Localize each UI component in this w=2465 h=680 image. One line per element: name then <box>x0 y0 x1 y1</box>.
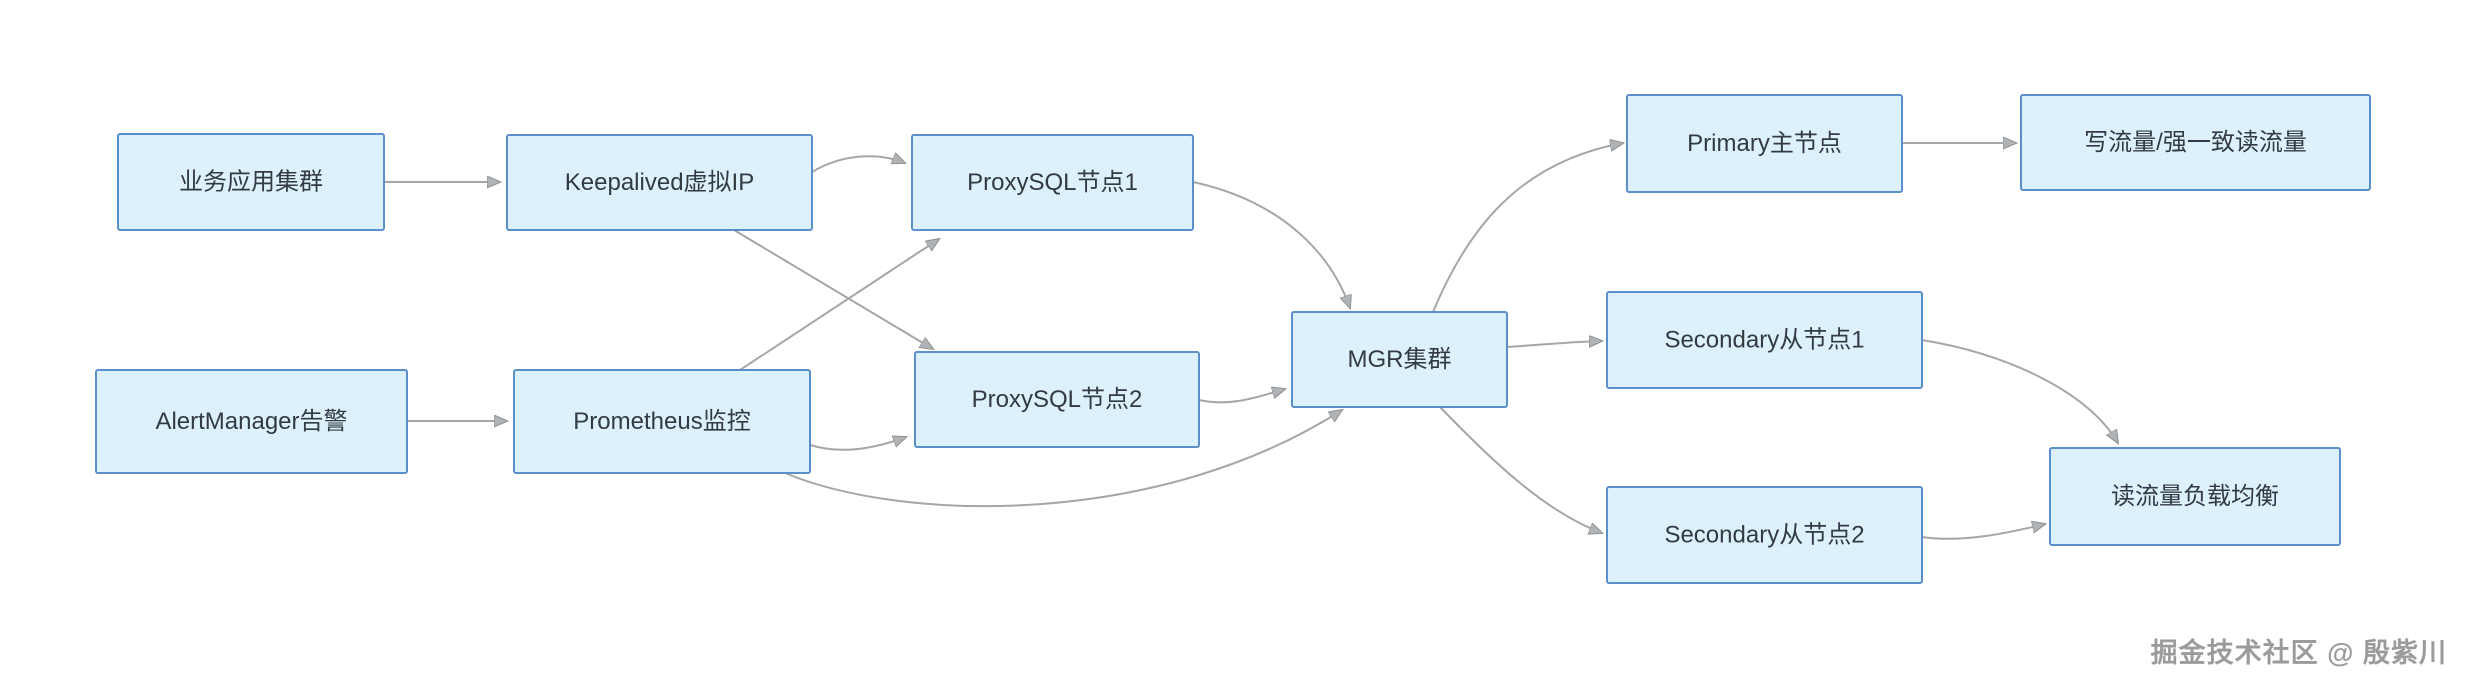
node-label-secondary2: Secondary从节点2 <box>1664 522 1864 549</box>
node-box-keepalived <box>506 134 813 231</box>
node-box-mgr <box>1291 311 1508 408</box>
edge-keepalived-to-proxysql1 <box>811 156 905 173</box>
node-box-primary <box>1626 94 1903 193</box>
node-label-alertmanager: AlertManager告警 <box>155 408 347 435</box>
node-secondary2: Secondary从节点2 <box>1606 486 1923 584</box>
node-secondary1: Secondary从节点1 <box>1606 291 1923 389</box>
edge-secondary2-to-read_lb <box>1921 524 2045 540</box>
edge-prometheus-to-mgr <box>784 410 1342 508</box>
node-label-biz_app: 业务应用集群 <box>179 169 323 196</box>
node-box-secondary2 <box>1606 486 1923 584</box>
node-label-prometheus: Prometheus监控 <box>573 408 750 435</box>
node-proxysql2: ProxySQL节点2 <box>914 351 1200 448</box>
node-alertmanager: AlertManager告警 <box>95 369 408 474</box>
node-label-write_traffic: 写流量/强一致读流量 <box>2084 129 2307 156</box>
edge-prometheus-to-proxysql1 <box>739 239 939 371</box>
edge-prometheus-to-proxysql2 <box>809 437 906 451</box>
node-box-alertmanager <box>95 369 408 474</box>
node-box-write_traffic <box>2020 94 2371 191</box>
node-keepalived: Keepalived虚拟IP <box>506 134 813 231</box>
node-prometheus: Prometheus监控 <box>513 369 811 474</box>
watermark: 掘金技术社区 @ 殷紫川 <box>2150 638 2447 668</box>
node-primary: Primary主节点 <box>1626 94 1903 193</box>
node-box-read_lb <box>2049 447 2341 546</box>
node-box-prometheus <box>513 369 811 474</box>
node-label-proxysql1: ProxySQL节点1 <box>967 169 1138 196</box>
edge-mgr-to-secondary2 <box>1439 406 1602 533</box>
edge-mgr-to-secondary1 <box>1506 341 1602 347</box>
node-box-proxysql1 <box>911 134 1194 231</box>
node-label-primary: Primary主节点 <box>1687 130 1842 157</box>
node-write_traffic: 写流量/强一致读流量 <box>2020 94 2371 191</box>
node-label-read_lb: 读流量负载均衡 <box>2111 483 2279 510</box>
edge-proxysql2-to-mgr <box>1198 389 1285 404</box>
edge-mgr-to-primary <box>1432 143 1623 313</box>
node-biz_app: 业务应用集群 <box>117 133 385 231</box>
node-mgr: MGR集群 <box>1291 311 1508 408</box>
edge-proxysql1-to-mgr <box>1192 181 1350 308</box>
node-box-proxysql2 <box>914 351 1200 448</box>
node-label-mgr: MGR集群 <box>1348 346 1452 373</box>
node-proxysql1: ProxySQL节点1 <box>911 134 1194 231</box>
node-label-keepalived: Keepalived虚拟IP <box>565 169 754 196</box>
node-label-proxysql2: ProxySQL节点2 <box>972 386 1143 413</box>
node-box-biz_app <box>117 133 385 231</box>
edge-keepalived-to-proxysql2 <box>733 229 933 349</box>
node-label-secondary1: Secondary从节点1 <box>1664 327 1864 354</box>
node-box-secondary1 <box>1606 291 1923 389</box>
node-read_lb: 读流量负载均衡 <box>2049 447 2341 546</box>
edge-secondary1-to-read_lb <box>1921 339 2118 443</box>
